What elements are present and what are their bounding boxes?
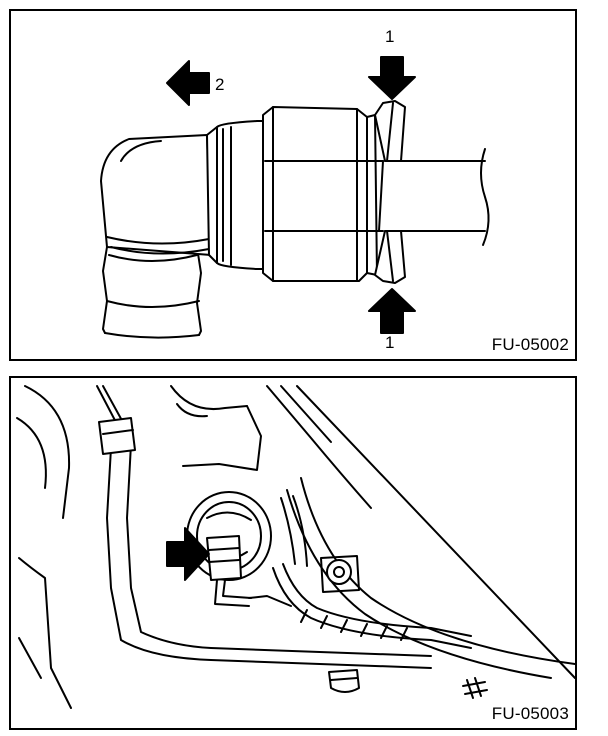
callout-push-top: 1 — [385, 27, 395, 46]
wiring-harness — [272, 495, 472, 649]
hose-lower — [102, 246, 202, 339]
cross-hatch — [462, 677, 488, 699]
push-arrow-bottom — [368, 288, 416, 334]
push-arrow-top — [368, 56, 416, 100]
figure-code: FU-05003 — [491, 704, 569, 723]
fuel-connector — [206, 535, 292, 607]
wheel-arch — [300, 477, 575, 665]
clip-bracket — [98, 417, 136, 455]
figure-code: FU-05002 — [491, 335, 569, 354]
body-panel — [16, 385, 432, 709]
callout-push-bottom: 1 — [385, 333, 395, 352]
upper-trim — [170, 385, 575, 679]
quick-connector-illustration — [100, 56, 490, 339]
vehicle-location-illustration — [16, 385, 575, 709]
retainer-clip — [374, 100, 406, 284]
pull-arrow-left — [166, 60, 210, 106]
bolt — [320, 555, 360, 593]
lower-clip — [328, 669, 360, 693]
connector-collar — [206, 120, 264, 270]
pointer-arrow — [166, 527, 210, 581]
figure-panel-quick-connector: 1 1 2 FU-05002 — [9, 9, 577, 361]
connector-body — [262, 106, 384, 282]
callout-pull: 2 — [215, 75, 225, 94]
wheel-arch-inner — [286, 489, 552, 679]
elbow-fitting — [100, 134, 212, 256]
fuel-pipe — [378, 148, 490, 246]
figure-panel-connector-location: FU-05003 — [9, 376, 577, 730]
